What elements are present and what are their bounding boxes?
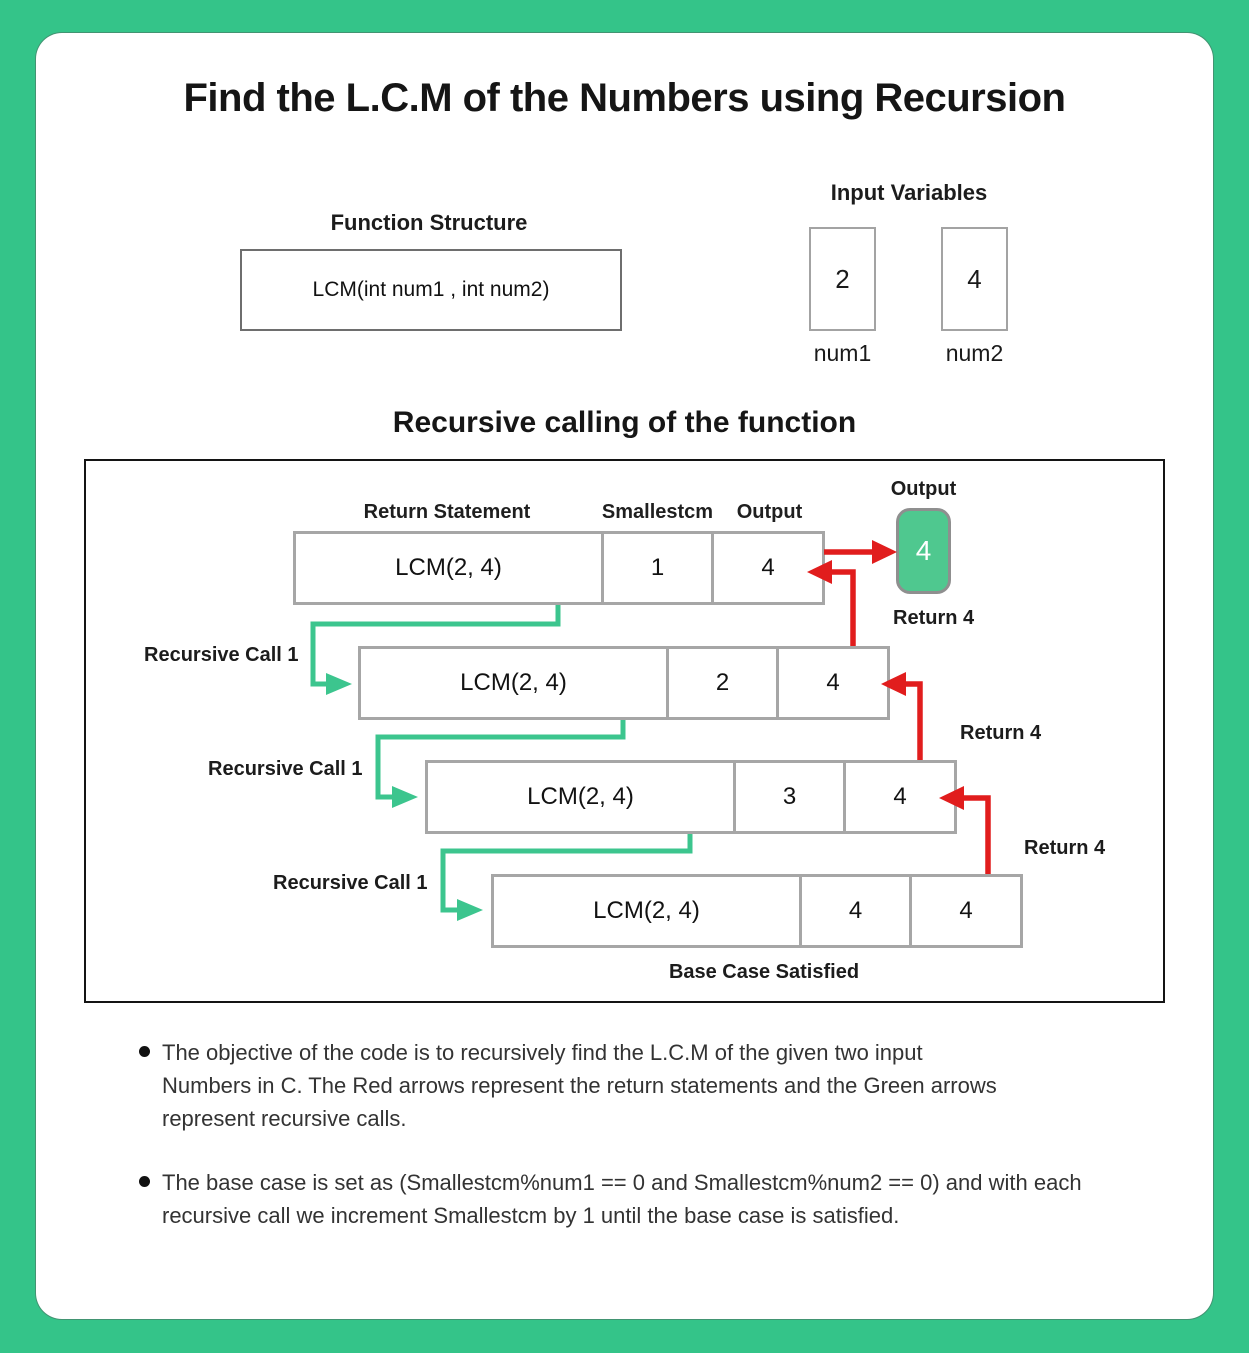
header-return-statement: Return Statement [363,501,531,523]
call-frame-row-3: LCM(2, 4) 3 4 [425,760,957,834]
return-label-2: Return 4 [1024,837,1106,859]
num1-value: 2 [835,263,850,294]
call-cell: LCM(2, 4) [527,783,634,810]
smallestcm-cell: 2 [666,649,776,717]
call-cell: LCM(2, 4) [460,669,567,696]
return-label-1: Return 4 [960,722,1042,744]
call-frame-row-4: LCM(2, 4) 4 4 [491,874,1023,948]
return-label-0: Return 4 [893,607,975,629]
function-structure-label: Function Structure [330,210,528,235]
call-cell: LCM(2, 4) [593,897,700,924]
note-line: Numbers in C. The Red arrows represent t… [162,1073,997,1098]
recursive-call-label-1: Recursive Call 1 [144,644,299,666]
note-line: The objective of the code is to recursiv… [162,1040,923,1065]
note-line: recursive call we increment Smallestcm b… [162,1203,900,1228]
note-line: The base case is set as (Smallestcm%num1… [162,1170,1082,1195]
output-cell: 4 [843,763,954,831]
bullet-icon [139,1046,150,1057]
smallestcm-cell: 1 [601,534,711,602]
note-objective: The objective of the code is to recursiv… [162,1036,997,1135]
input-variables-label: Input Variables [830,180,988,205]
output-cell: 4 [909,877,1020,945]
function-signature: LCM(int num1 , int num2) [312,278,550,301]
output-cell: 4 [711,534,822,602]
bullet-icon [139,1176,150,1187]
diagram-heading: Recursive calling of the function [392,406,857,439]
note-line: represent recursive calls. [162,1106,407,1131]
header-smallestcm: Smallestcm [601,501,714,523]
function-signature-box: LCM(int num1 , int num2) [240,249,622,331]
final-output-value: 4 [915,535,932,566]
smallestcm-cell: 4 [799,877,909,945]
smallestcm-cell: 3 [733,763,843,831]
base-case-label: Base Case Satisfied [668,961,860,983]
page-title: Find the L.C.M of the Numbers using Recu… [183,76,1066,120]
num2-value: 4 [967,263,982,294]
output-cell: 4 [776,649,887,717]
num1-label: num1 [813,340,872,366]
note-base-case: The base case is set as (Smallestcm%num1… [162,1166,1082,1232]
num2-value-box: 4 [941,227,1008,331]
num1-value-box: 2 [809,227,876,331]
call-cell: LCM(2, 4) [395,554,502,581]
final-output-pill: 4 [896,508,951,594]
recursive-call-label-3: Recursive Call 1 [273,872,428,894]
header-output: Output [736,501,803,523]
call-frame-row-2: LCM(2, 4) 2 4 [358,646,890,720]
call-frame-row-1: LCM(2, 4) 1 4 [293,531,825,605]
final-output-label: Output [890,478,957,500]
num2-label: num2 [945,340,1004,366]
recursive-call-label-2: Recursive Call 1 [208,758,363,780]
